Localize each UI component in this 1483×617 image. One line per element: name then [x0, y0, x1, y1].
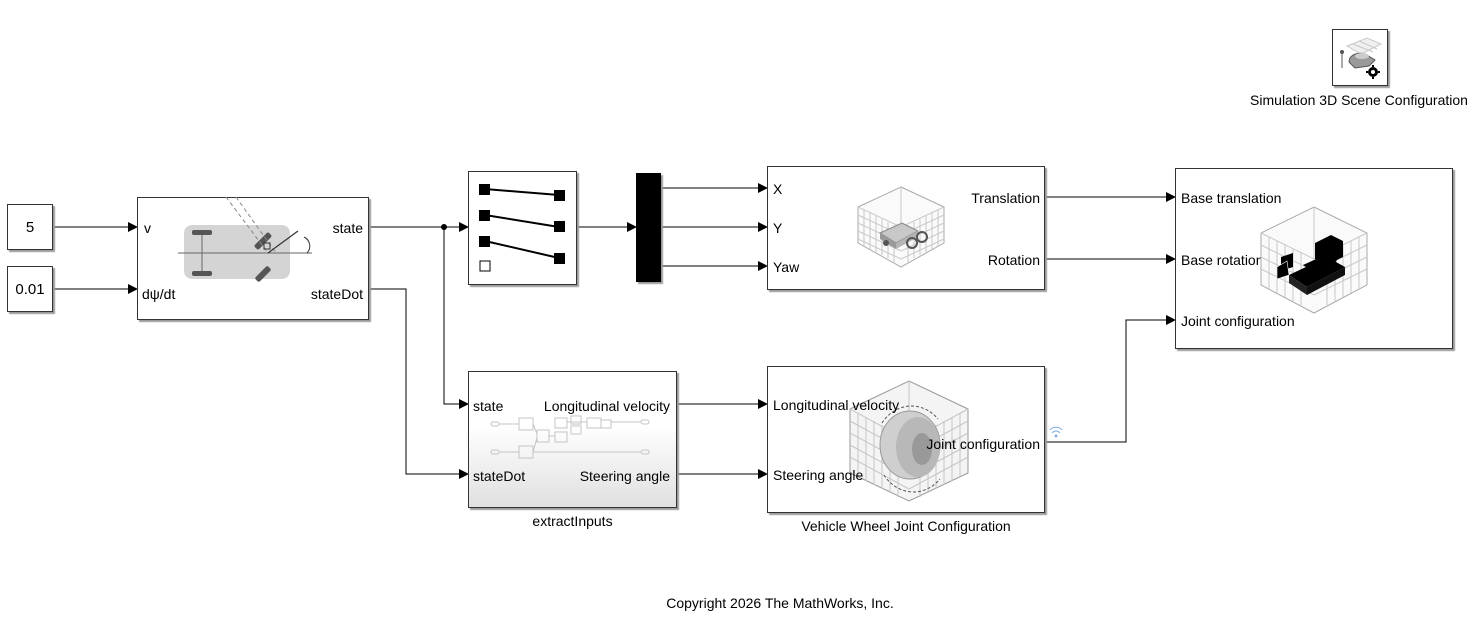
wire-statedot-to-extract [369, 288, 469, 479]
port-in-yaw: Yaw [773, 259, 800, 275]
scene-config-name: Simulation 3D Scene Configuration [1250, 92, 1468, 108]
port-out-rotation: Rotation [987, 252, 1040, 268]
signal-broadcast-icon [1049, 426, 1063, 438]
port-in-joint-configuration: Joint configuration [1181, 313, 1295, 329]
scene-config-block[interactable] [1332, 29, 1388, 86]
port-out-steering-angle: Steering angle [579, 468, 670, 484]
port-in-x: X [773, 181, 783, 197]
port-in-state: state [473, 398, 504, 414]
port-in-rate: dψ/dt [142, 286, 176, 302]
port-in-state-dot: stateDot [473, 468, 526, 484]
wheel-3d-icon [849, 380, 969, 502]
port-out-long-velocity: Longitudinal velocity [543, 398, 670, 414]
port-in-steering-angle: Steering angle [773, 467, 864, 483]
constant-v-value: 5 [25, 218, 35, 236]
constant-rate-value: 0.01 [15, 280, 45, 298]
demux-block[interactable] [636, 173, 661, 282]
wheel-joint-config-name: Vehicle Wheel Joint Configuration [801, 518, 1011, 534]
extract-inputs-block[interactable]: state stateDot Longitudinal velocity Ste… [468, 371, 677, 508]
port-in-y: Y [773, 220, 783, 236]
port-out-translation: Translation [971, 190, 1040, 206]
constant-v-block[interactable]: 5 [7, 204, 53, 250]
vehicle-kinematics-icon [178, 197, 312, 282]
vehicle-kinematics-block[interactable]: v dψ/dt state stateDot [137, 197, 369, 320]
port-out-joint-configuration: Joint configuration [926, 436, 1040, 452]
port-out-state-dot: stateDot [310, 286, 363, 302]
selector-block[interactable] [468, 171, 577, 285]
extract-inputs-name: extractInputs [532, 513, 613, 529]
vehicle-3d-grid-icon [857, 186, 945, 268]
port-in-base-rotation: Base rotation [1181, 252, 1264, 268]
branch-point [441, 224, 447, 230]
copyright-notice: Copyright 2026 The MathWorks, Inc. [666, 595, 894, 611]
constant-rate-block[interactable]: 0.01 [7, 266, 53, 312]
port-in-base-translation: Base translation [1181, 190, 1282, 206]
port-in-v: v [144, 220, 151, 236]
selector-icon [479, 184, 565, 272]
scene-config-icon [1340, 37, 1383, 79]
vehicle-pose-block[interactable]: X Y Yaw Translation Rotation [767, 166, 1045, 290]
wheel-joint-config-block[interactable]: Longitudinal velocity Steering angle Joi… [767, 366, 1045, 513]
actor-3d-block[interactable]: Base translation Base rotation Joint con… [1175, 168, 1453, 349]
excavator-3d-icon [1260, 206, 1368, 314]
port-out-state: state [332, 220, 363, 236]
wire-joint-configuration [1045, 315, 1176, 443]
subsystem-preview-icon [490, 415, 650, 459]
wire-state-to-extract [443, 227, 469, 409]
port-in-long-velocity: Longitudinal velocity [773, 397, 900, 413]
